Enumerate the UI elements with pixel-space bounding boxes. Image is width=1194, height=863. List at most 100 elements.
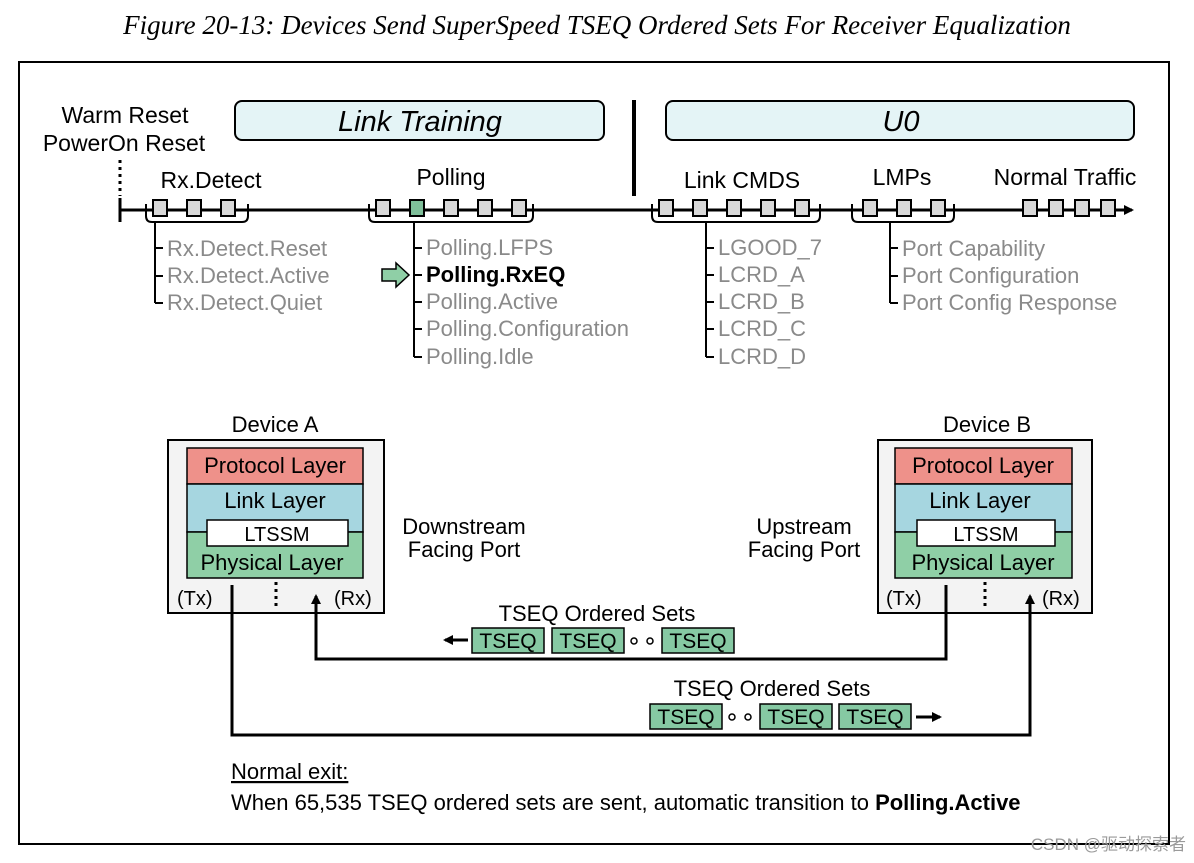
ellipsis-dot — [744, 713, 752, 721]
device-a-rx-label: (Rx) — [334, 588, 372, 610]
current-state-arrow-icon — [381, 261, 411, 289]
device-b-rx-label: (Rx) — [1042, 588, 1080, 610]
normal-traffic-squares — [1022, 199, 1116, 217]
timeline-square — [794, 199, 810, 217]
timeline-square — [896, 199, 912, 217]
timeline-square — [1100, 199, 1116, 217]
link-cmd-item: LCRD_A — [718, 262, 805, 287]
device-b-tx-label: (Tx) — [886, 588, 922, 610]
normal-traffic-label: Normal Traffic — [994, 164, 1137, 190]
polling-tree — [413, 222, 422, 358]
tseq-block-label: TSEQ — [657, 706, 714, 729]
rx-detect-substate: Rx.Detect.Reset — [167, 236, 327, 261]
warm-reset-label: Warm Reset — [62, 102, 190, 128]
link-cmd-item: LCRD_B — [718, 289, 805, 314]
timeline-square — [186, 199, 202, 217]
timeline-square — [152, 199, 168, 217]
tseq-block-label: TSEQ — [559, 630, 616, 653]
link-cmd-item: LCRD_D — [718, 344, 806, 369]
polling-bracket — [368, 204, 534, 223]
timeline-square — [443, 199, 459, 217]
rx-detect-substate: Rx.Detect.Quiet — [167, 290, 322, 315]
lmps-label: LMPs — [873, 164, 932, 190]
u0-box — [665, 100, 1135, 141]
polling-substate: Polling.Active — [426, 289, 558, 314]
timeline-square — [220, 199, 236, 217]
b-to-a-signal-path — [311, 585, 948, 661]
polling-substate: Polling.Configuration — [426, 316, 629, 341]
link-training-box — [234, 100, 605, 141]
tseq-block — [838, 703, 912, 730]
lmps-bracket — [851, 204, 955, 223]
device-a-ltssm-box — [206, 519, 349, 547]
tseq-block-label: TSEQ — [669, 630, 726, 653]
device-a-ltssm-label: LTSSM — [244, 524, 309, 546]
timeline-square — [477, 199, 493, 217]
timeline-square — [375, 199, 391, 217]
figure-title: Figure 20-13: Devices Send SuperSpeed TS… — [122, 10, 1071, 40]
tseq-block — [661, 627, 735, 654]
normal-exit-target: Polling.Active — [875, 790, 1020, 815]
link-cmds-tree — [705, 222, 714, 358]
downstream-port-label: Facing Port — [408, 537, 521, 562]
timeline-square — [726, 199, 742, 217]
device-a-physical-label: Physical Layer — [200, 550, 343, 575]
ellipsis-dot — [630, 637, 638, 645]
polling-substate: Polling.Idle — [426, 344, 534, 369]
rx-detect-tree — [154, 222, 163, 304]
link-cmd-item: LGOOD_7 — [718, 235, 822, 260]
device-b-protocol-label: Protocol Layer — [912, 453, 1054, 478]
link-cmds-bracket — [651, 204, 821, 223]
device-a-title: Device A — [232, 412, 319, 437]
device-b-ltssm-label: LTSSM — [953, 524, 1018, 546]
link-cmds-label: Link CMDS — [684, 167, 800, 193]
tseq-block — [471, 627, 545, 654]
link-cmds-squares — [658, 199, 810, 217]
downstream-port-label: Downstream — [402, 514, 525, 539]
poweron-reset-label: PowerOn Reset — [43, 130, 206, 156]
timeline-square — [1022, 199, 1038, 217]
timeline-square — [511, 199, 527, 217]
ellipsis-dot — [646, 637, 654, 645]
lmps-tree — [889, 222, 898, 304]
tseq-block-label: TSEQ — [479, 630, 536, 653]
device-b: Device B Protocol Layer Link Layer LTSSM… — [877, 412, 1093, 614]
device-b-physical-label: Physical Layer — [911, 550, 1054, 575]
u0-label: U0 — [882, 106, 919, 138]
tseq-block — [649, 703, 723, 730]
upstream-port-label: Facing Port — [748, 537, 861, 562]
polling-label: Polling — [416, 164, 485, 190]
device-a-tx-label: (Tx) — [177, 588, 213, 610]
device-b-title: Device B — [943, 412, 1031, 437]
rx-detect-bracket — [145, 204, 249, 223]
rx-detect-label: Rx.Detect — [161, 167, 263, 193]
link-cmd-item: LCRD_C — [718, 316, 806, 341]
rx-detect-squares — [152, 199, 236, 217]
a-to-b-signal-path — [230, 585, 1035, 737]
timeline-square — [760, 199, 776, 217]
timeline-square — [1048, 199, 1064, 217]
normal-exit-heading: Normal exit: — [231, 759, 348, 784]
rx-detect-substate: Rx.Detect.Active — [167, 263, 330, 288]
figure-frame — [18, 61, 1170, 845]
device-b-link-label: Link Layer — [929, 488, 1031, 513]
normal-exit-text: When 65,535 TSEQ ordered sets are sent, … — [231, 790, 1021, 815]
link-training-label: Link Training — [338, 106, 502, 138]
tseq-upper-label: TSEQ Ordered Sets — [499, 601, 696, 626]
lmp-item: Port Config Response — [902, 290, 1117, 315]
device-a: Device A Protocol Layer Link Layer LTSSM… — [167, 412, 385, 614]
upstream-port-label: Upstream — [756, 514, 851, 539]
tseq-block — [759, 703, 833, 730]
tseq-lower-label: TSEQ Ordered Sets — [674, 676, 871, 701]
device-a-link-label: Link Layer — [224, 488, 326, 513]
tseq-block — [551, 627, 625, 654]
timeline-square — [930, 199, 946, 217]
timeline-square — [1074, 199, 1090, 217]
device-a-protocol-label: Protocol Layer — [204, 453, 346, 478]
lmp-item: Port Configuration — [902, 263, 1079, 288]
lmps-squares — [862, 199, 946, 217]
watermark: CSDN @驱动探索者 — [1031, 835, 1186, 854]
tseq-block-label: TSEQ — [767, 706, 824, 729]
ellipsis-dot — [728, 713, 736, 721]
device-b-ltssm-box — [916, 519, 1056, 547]
